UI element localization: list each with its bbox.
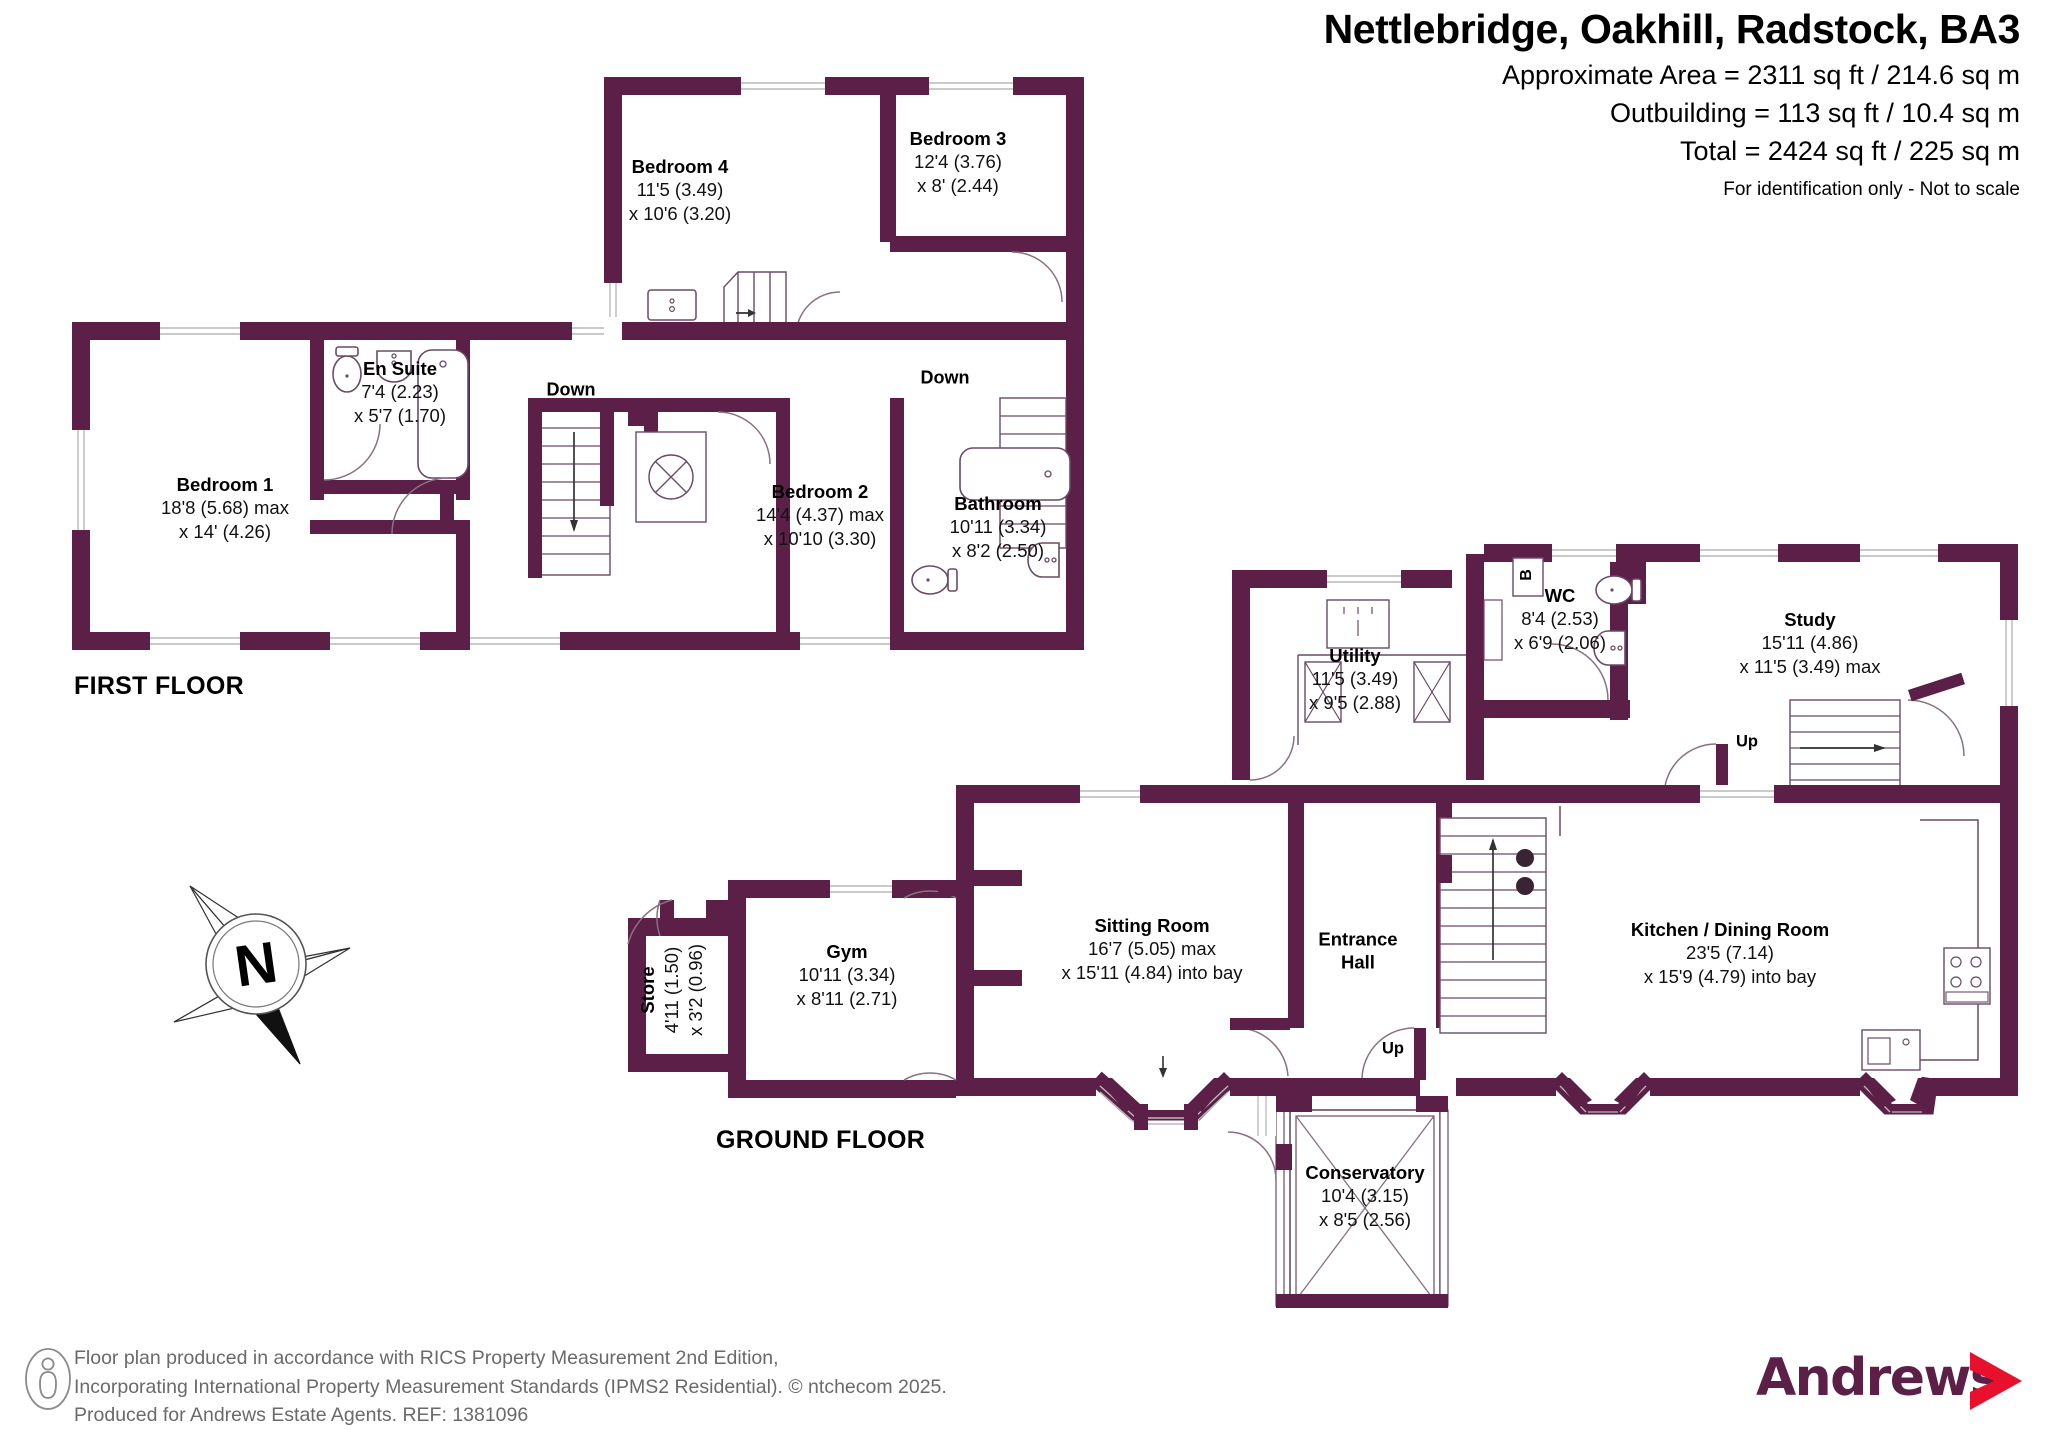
first-floor-plan xyxy=(72,77,1084,650)
room-name: En Suite xyxy=(362,358,437,380)
room-dimension-2: x 15'11 (4.84) into bay xyxy=(1061,961,1243,983)
room-name: Sitting Room xyxy=(1094,915,1210,937)
disclaimer-text: For identification only - Not to scale xyxy=(1723,179,2020,200)
room-name: Bedroom 1 xyxy=(176,474,274,496)
room-label-wc: WC 8'4 (2.53) x 6'9 (2.06) xyxy=(1514,584,1606,654)
room-label-conservatory: Conservatory 10'4 (3.15) x 8'5 (2.56) xyxy=(1305,1161,1424,1231)
footer-text: Floor plan produced in accordance with R… xyxy=(74,1344,947,1430)
room-name: Bathroom xyxy=(954,493,1042,515)
room-dimension-1: 4'11 (1.50) xyxy=(660,946,682,1034)
room-label-utility: Utility 11'5 (3.49) x 9'5 (2.88) xyxy=(1309,644,1401,714)
room-name: Bedroom 3 xyxy=(909,128,1007,150)
compass-rose: N xyxy=(168,876,358,1066)
plan-header: Nettlebridge, Oakhill, Radstock, BA3 App… xyxy=(1323,6,2021,201)
room-dimension-1: 16'7 (5.05) max xyxy=(1088,938,1216,960)
room-name: Bedroom 4 xyxy=(631,156,729,178)
chevron-right-icon xyxy=(1966,1350,2026,1417)
room-dimension-1: 23'5 (7.14) xyxy=(1686,942,1774,964)
room-dimension-2: x 9'5 (2.88) xyxy=(1309,691,1401,713)
room-name: Study xyxy=(1784,609,1836,631)
room-dimension-1: 8'4 (2.53) xyxy=(1521,608,1599,630)
room-dimension-2: x 11'5 (3.49) max xyxy=(1739,655,1881,677)
total-area-text: Total = 2424 sq ft / 225 sq m xyxy=(1680,136,2020,166)
footer-line-1: Floor plan produced in accordance with R… xyxy=(74,1347,779,1369)
boiler-label: B xyxy=(1518,569,1535,581)
room-dimension-1: 12'4 (3.76) xyxy=(914,151,1002,173)
room-name-line-2: Hall xyxy=(1341,952,1375,973)
room-name: Kitchen / Dining Room xyxy=(1630,919,1830,941)
room-label-bedroom-4: Bedroom 4 11'5 (3.49) x 10'6 (3.20) xyxy=(629,155,731,225)
room-label-sitting-room: Sitting Room 16'7 (5.05) max x 15'11 (4.… xyxy=(1061,914,1242,984)
approximate-area-text: Approximate Area = 2311 sq ft / 214.6 sq… xyxy=(1501,60,2020,90)
room-dimension-1: 11'5 (3.49) xyxy=(1311,668,1399,690)
room-dimension-2: x 3'2 (0.96) xyxy=(685,944,707,1036)
room-label-entrance-hall: Entrance Hall xyxy=(1318,928,1397,975)
room-dimension-1: 18'8 (5.68) max xyxy=(161,497,289,519)
room-label-bedroom-2: Bedroom 2 14'4 (4.37) max x 10'10 (3.30) xyxy=(756,480,884,550)
stair-label-up-hall: Up xyxy=(1382,1039,1404,1058)
info-person-icon xyxy=(24,1348,72,1415)
room-dimension-1: 15'11 (4.86) xyxy=(1761,632,1859,654)
room-dimension-1: 10'4 (3.15) xyxy=(1321,1185,1409,1207)
room-dimension-1: 14'4 (4.37) max xyxy=(756,504,884,526)
room-dimension-2: x 10'6 (3.20) xyxy=(628,202,732,224)
room-dimension-2: x 5'7 (1.70) xyxy=(354,404,446,426)
room-label-gym: Gym 10'11 (3.34) x 8'11 (2.71) xyxy=(797,940,898,1010)
first-floor-title: FIRST FLOOR xyxy=(74,672,244,700)
room-label-en-suite: En Suite 7'4 (2.23) x 5'7 (1.70) xyxy=(354,357,446,427)
stair-label-down-left: Down xyxy=(546,379,596,400)
room-name: Conservatory xyxy=(1305,1162,1425,1184)
footer-line-2: Incorporating International Property Mea… xyxy=(74,1375,947,1398)
outbuilding-area-text: Outbuilding = 113 sq ft / 10.4 sq m xyxy=(1610,98,2020,128)
room-name: Gym xyxy=(826,941,868,963)
room-name-line-1: Entrance xyxy=(1318,928,1398,950)
room-label-bathroom: Bathroom 10'11 (3.34) x 8'2 (2.50) xyxy=(950,492,1047,562)
ground-floor-title: GROUND FLOOR xyxy=(716,1126,926,1154)
stair-label-up-study: Up xyxy=(1736,732,1758,751)
room-label-bedroom-1: Bedroom 1 18'8 (5.68) max x 14' (4.26) xyxy=(161,473,289,543)
stair-label-down-right: Down xyxy=(920,367,970,388)
room-label-kitchen-dining-room: Kitchen / Dining Room 23'5 (7.14) x 15'9… xyxy=(1631,918,1829,988)
footer-line-3: Produced for Andrews Estate Agents. REF:… xyxy=(74,1404,529,1427)
room-dimension-2: x 8' (2.44) xyxy=(917,174,999,196)
page-title: Nettlebridge, Oakhill, Radstock, BA3 xyxy=(1323,6,2021,52)
room-dimension-2: x 8'2 (2.50) xyxy=(952,539,1044,561)
ground-floor-plan xyxy=(627,544,2018,1308)
room-name: Store xyxy=(636,966,658,1014)
room-dimension-2: x 8'11 (2.71) xyxy=(796,987,898,1009)
room-label-study: Study 15'11 (4.86) x 11'5 (3.49) max xyxy=(1740,608,1881,678)
room-dimension-2: x 8'5 (2.56) xyxy=(1319,1208,1411,1230)
andrews-logo-text: Andrews xyxy=(1756,1348,2001,1408)
room-dimension-1: 7'4 (2.23) xyxy=(361,381,439,403)
room-label-store: Store 4'11 (1.50) x 3'2 (0.96) xyxy=(636,944,708,1036)
andrews-logo[interactable]: Andrews xyxy=(1756,1346,2026,1412)
room-dimension-1: 11'5 (3.49) xyxy=(636,179,724,201)
compass-north-label: N xyxy=(231,929,282,999)
room-dimension-2: x 10'10 (3.30) xyxy=(763,527,877,549)
room-dimension-2: x 15'9 (4.79) into bay xyxy=(1643,965,1817,987)
room-name: WC xyxy=(1544,585,1576,607)
room-label-bedroom-3: Bedroom 3 12'4 (3.76) x 8' (2.44) xyxy=(910,127,1007,197)
room-name: Bedroom 2 xyxy=(771,481,869,503)
room-name: Utility xyxy=(1329,645,1381,667)
room-dimension-1: 10'11 (3.34) xyxy=(798,964,896,986)
footer: Floor plan produced in accordance with R… xyxy=(0,1330,2048,1426)
room-dimension-1: 10'11 (3.34) xyxy=(949,516,1047,538)
room-dimension-2: x 6'9 (2.06) xyxy=(1514,631,1606,653)
room-dimension-2: x 14' (4.26) xyxy=(179,520,271,542)
